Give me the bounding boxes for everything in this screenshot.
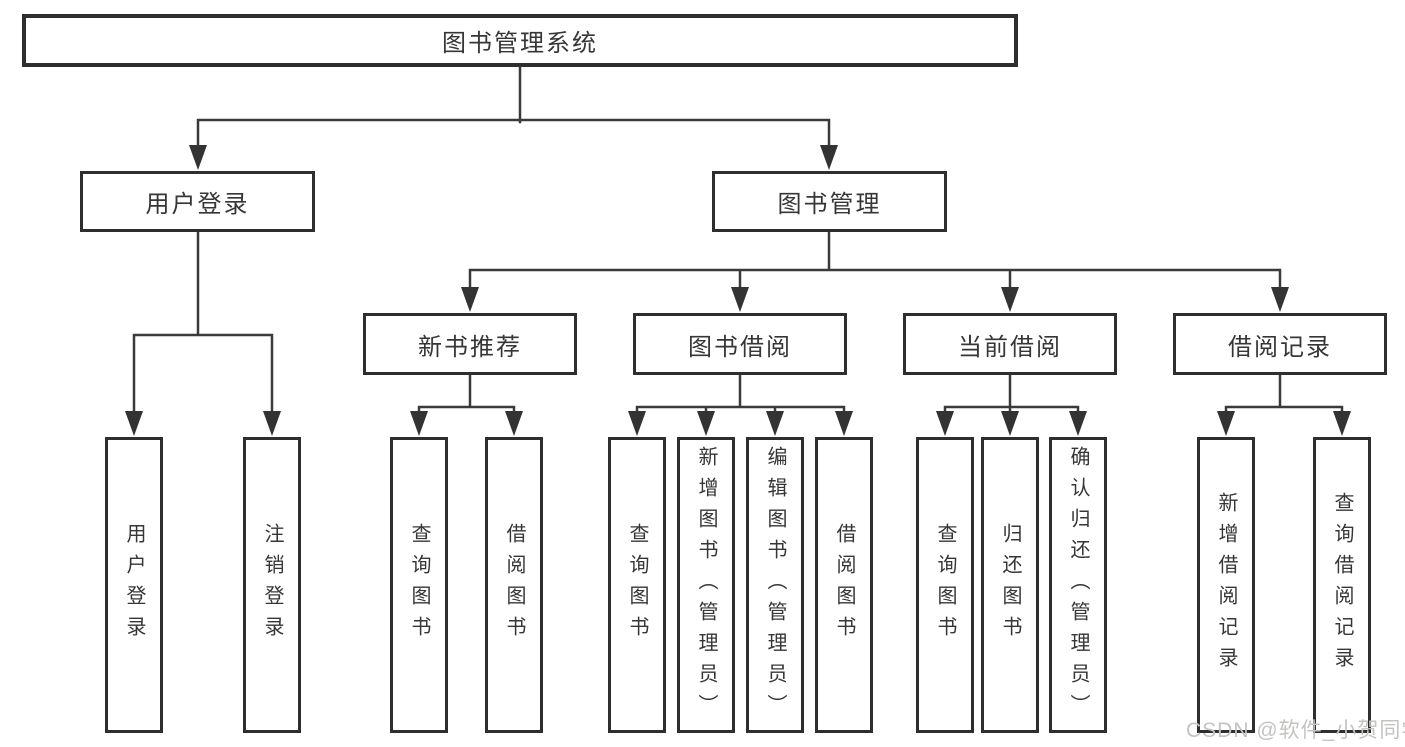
- node-label: 编辑图书（管理员）: [764, 445, 786, 725]
- arrowhead-down-icon: [1271, 287, 1289, 312]
- node-current-borrowing: 当前借阅: [903, 313, 1117, 375]
- node-user-login-module: 用户登录: [80, 171, 315, 232]
- node-borrow-records: 借阅记录: [1173, 313, 1387, 375]
- node-label: 查询图书: [408, 523, 430, 647]
- arrowhead-down-icon: [125, 411, 143, 436]
- arrowhead-down-icon: [820, 145, 838, 170]
- node-label: 当前借阅: [958, 333, 1062, 361]
- node-label: 查询借阅记录: [1331, 492, 1353, 678]
- node-label: 查询图书: [626, 523, 648, 647]
- node-library-system: 图书管理系统: [22, 14, 1018, 67]
- node-book-borrowing: 图书借阅: [633, 313, 847, 375]
- node-label: 新书推荐: [418, 333, 522, 361]
- node-return-books: 归还图书: [981, 437, 1039, 733]
- arrowhead-down-icon: [461, 287, 479, 312]
- node-label: 图书管理系统: [442, 30, 598, 57]
- node-user-login: 用户登录: [105, 437, 163, 733]
- arrowhead-down-icon: [1217, 411, 1235, 436]
- node-borrow-books: 借阅图书: [815, 437, 873, 733]
- node-label: 图书管理: [777, 191, 882, 218]
- node-new-book-recommend: 新书推荐: [363, 313, 577, 375]
- node-label: 用户登录: [123, 523, 145, 647]
- node-edit-book-admin: 编辑图书（管理员）: [746, 437, 804, 733]
- arrowhead-down-icon: [1069, 411, 1087, 436]
- arrowhead-down-icon: [189, 145, 207, 170]
- node-book-management: 图书管理: [712, 171, 947, 232]
- node-add-borrow-record: 新增借阅记录: [1197, 437, 1255, 733]
- node-label: 注销登录: [261, 523, 283, 647]
- node-label: 查询图书: [934, 523, 956, 647]
- node-label: 图书借阅: [688, 333, 792, 361]
- node-query-books: 查询图书: [608, 437, 666, 733]
- node-query-borrow-record: 查询借阅记录: [1313, 437, 1371, 733]
- csdn-watermark: CSDN @软件_小贺同学: [1186, 719, 1405, 742]
- node-label: 确认归还（管理员）: [1067, 445, 1089, 725]
- node-logout: 注销登录: [243, 437, 301, 733]
- node-label: 新增图书（管理员）: [695, 445, 717, 725]
- node-label: 用户登录: [145, 191, 250, 218]
- node-query-books-current: 查询图书: [916, 437, 974, 733]
- arrowhead-down-icon: [697, 411, 715, 436]
- arrowhead-down-icon: [835, 411, 853, 436]
- arrowhead-down-icon: [1333, 411, 1351, 436]
- arrowhead-down-icon: [936, 411, 954, 436]
- node-confirm-return-admin: 确认归还（管理员）: [1049, 437, 1107, 733]
- arrowhead-down-icon: [628, 411, 646, 436]
- arrowhead-down-icon: [410, 411, 428, 436]
- node-borrow-books-recommend: 借阅图书: [485, 437, 543, 733]
- node-label: 借阅图书: [503, 523, 525, 647]
- arrowhead-down-icon: [1001, 287, 1019, 312]
- arrowhead-down-icon: [505, 411, 523, 436]
- node-query-books-recommend: 查询图书: [390, 437, 448, 733]
- node-add-book-admin: 新增图书（管理员）: [677, 437, 735, 733]
- node-label: 借阅记录: [1228, 333, 1332, 361]
- arrowhead-down-icon: [1001, 411, 1019, 436]
- arrowhead-down-icon: [263, 411, 281, 436]
- node-label: 借阅图书: [833, 523, 855, 647]
- node-label: 新增借阅记录: [1215, 492, 1237, 678]
- arrowhead-down-icon: [766, 411, 784, 436]
- node-label: 归还图书: [999, 523, 1021, 647]
- arrowhead-down-icon: [731, 287, 749, 312]
